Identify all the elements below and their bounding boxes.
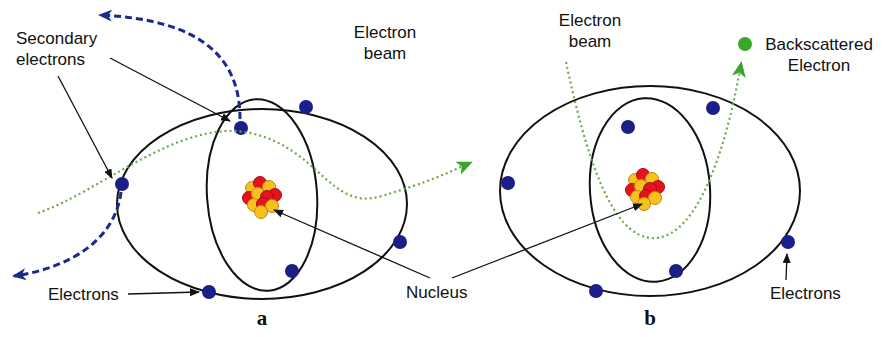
panel-letter: a [247,308,277,329]
atom-b [500,37,800,298]
electrons-label: Electrons [48,284,138,305]
electron-beam-label: Electron beam [550,10,630,52]
atom-a [14,15,470,299]
panel-letter: b [635,308,665,329]
backscattered-electron-label: Backscattered Electron [756,34,882,76]
electrons-label: Electrons [770,283,860,304]
electron-beam-label: Electron beam [340,22,430,64]
leader-lines [58,58,787,294]
nucleus-label: Nucleus [406,282,486,303]
secondary-electrons-label: Secondary electrons [16,28,112,70]
